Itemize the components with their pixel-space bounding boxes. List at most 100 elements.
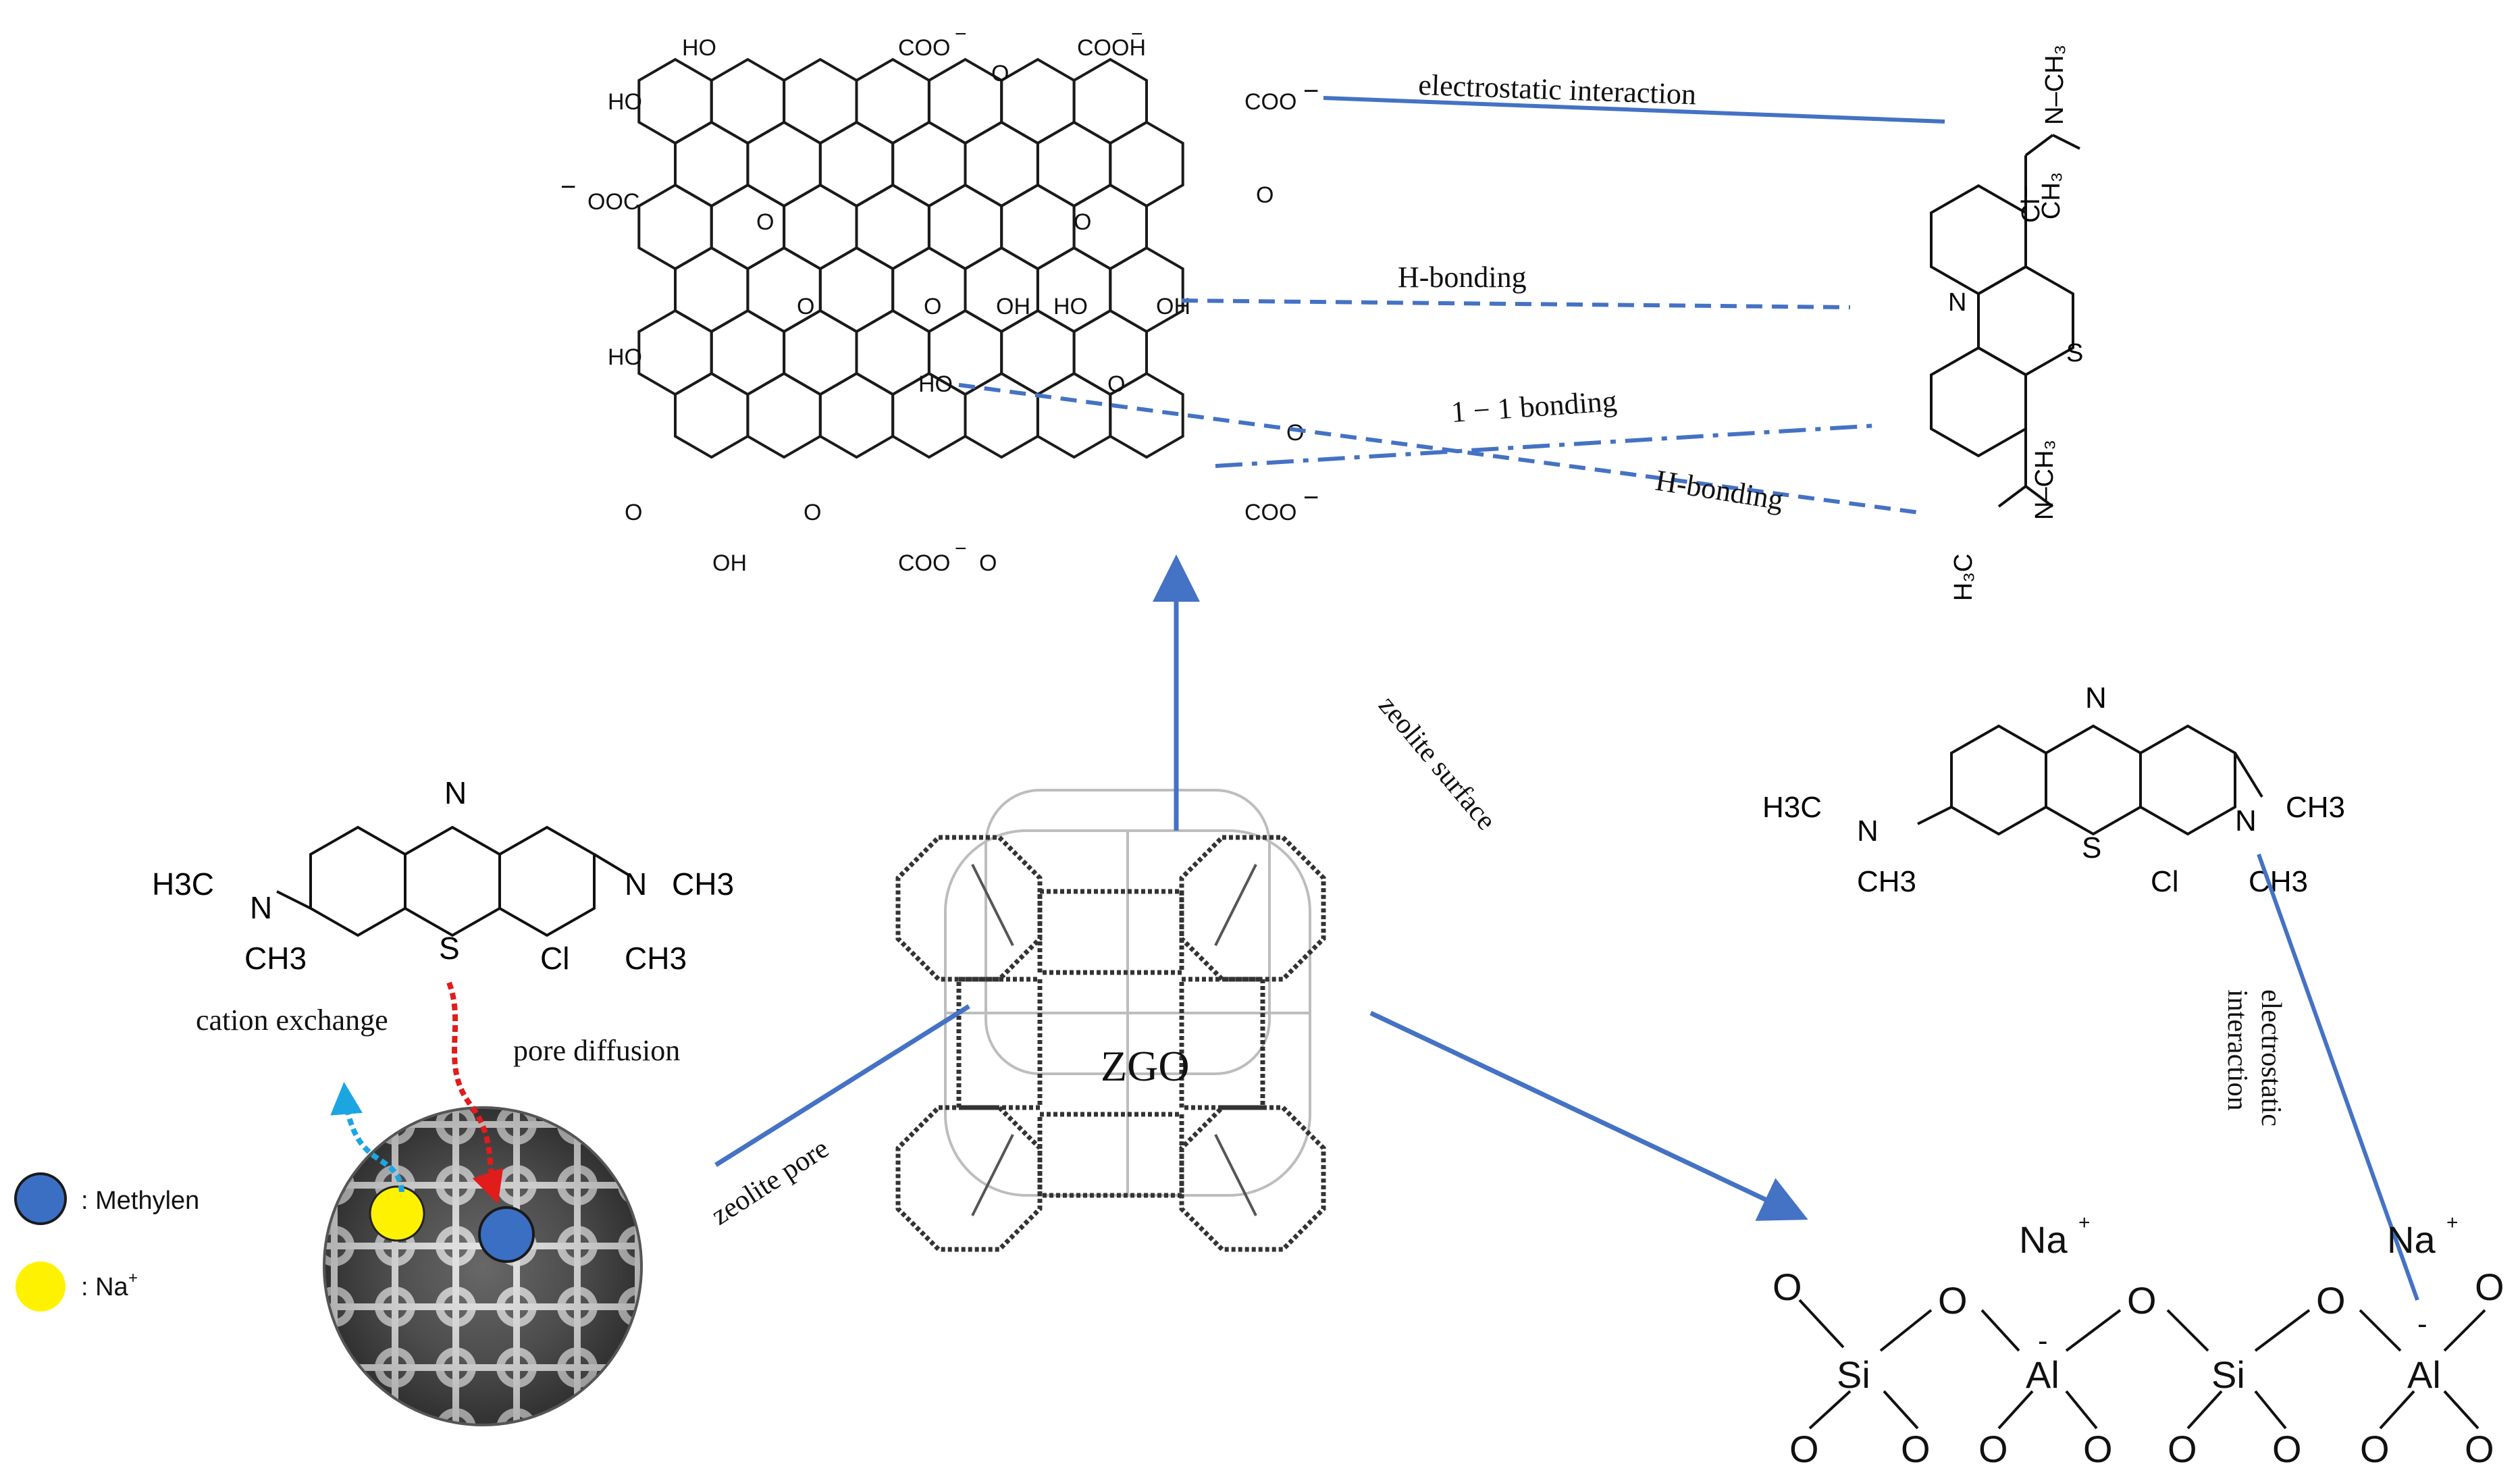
carbon-ring [746,371,822,459]
zeolite-pore-close-up [323,1106,643,1426]
legend: : Methylen : Na + [14,1172,199,1312]
sodium-ion-in-pore [369,1185,425,1242]
svg-text:O: O [1789,1428,1819,1470]
svg-text:CH3: CH3 [244,941,307,976]
svg-text:+: + [128,1269,138,1287]
svg-text:O: O [1773,1266,1802,1308]
svg-text:H₃C: H₃C [1949,554,1978,601]
carbon-ring [637,57,713,145]
carbon-ring [1109,120,1184,208]
svg-text:H3C: H3C [152,866,214,902]
carbon-ring [1072,57,1148,145]
svg-text:O: O [797,294,814,319]
svg-text:COO: COO [898,35,950,61]
svg-text:−: − [1131,23,1143,45]
svg-text:HO: HO [608,89,642,115]
svg-text:O: O [979,550,997,576]
interaction-links-top [958,96,1945,515]
svg-text:O: O [2272,1428,2302,1470]
carbon-ring [783,309,858,396]
carbon-ring [1036,120,1112,208]
svg-text:Cl⁻: Cl⁻ [2017,185,2045,223]
svg-text:O: O [1978,1428,2008,1470]
methylene-blue-molecule-top: N S N–CH₃ Cl⁻ CH₃ N–CH₃ H₃C [1930,45,2083,601]
carbon-ring [710,57,786,145]
svg-text:O: O [2465,1428,2494,1470]
carbon-ring [1000,309,1076,396]
zeolite-surface-label: zeolite surface [1372,690,1502,836]
svg-text:COO: COO [898,550,950,576]
svg-text:N: N [1857,814,1879,848]
svg-text:: Methylen: : Methylen [81,1187,199,1215]
svg-text:N: N [2085,681,2107,715]
carbon-ring [674,371,750,459]
svg-text:O: O [1074,209,1091,235]
carbon-ring [964,371,1039,459]
svg-text:−: − [1303,76,1319,106]
svg-text:1 − 1 bonding: 1 − 1 bonding [1450,384,1618,429]
carbon-ring [818,371,895,459]
svg-text:+: + [2446,1212,2459,1234]
svg-text:O: O [756,209,774,235]
carbon-ring [637,183,713,271]
svg-text:-: - [2038,1324,2048,1357]
zeolite-framework-image: ZGO [895,789,1326,1252]
svg-text:N: N [2235,804,2257,837]
carbon-ring [783,57,858,145]
zgo-arrows [714,554,1808,1221]
svg-text:CH3: CH3 [2286,791,2345,824]
svg-text:−: − [955,23,967,45]
svg-text:CH3: CH3 [2249,865,2308,898]
carbon-ring [1000,57,1076,145]
svg-text:Cl: Cl [2151,865,2179,898]
legend-sodium-swatch [16,1262,65,1312]
svg-text:HO: HO [682,35,716,61]
svg-text:Al: Al [2026,1353,2059,1396]
zeolite-pore-label: zeolite pore [706,1133,834,1231]
carbon-ring [818,246,895,334]
carbon-ring [855,183,930,271]
carbon-ring [891,120,967,208]
svg-text:Si: Si [2211,1353,2245,1396]
svg-text:O: O [991,61,1009,86]
carbon-ring [746,120,822,208]
zgo-label: ZGO [1101,1042,1190,1090]
svg-text:COO: COO [1244,89,1296,115]
svg-text:H-bonding: H-bonding [1398,261,1527,294]
svg-text:N: N [250,890,272,925]
methylene-blue-molecule-right: N S H3C N CH3 N CH3 CH3 Cl [1762,681,2345,898]
svg-text:Cl: Cl [540,941,569,976]
carbon-ring [1000,183,1076,271]
carbon-ring [818,120,895,208]
svg-text:H-bonding: H-bonding [1653,463,1785,516]
graphene-oxide-sheet [637,57,1184,459]
methylene-blue-molecule-left: N S H3C N CH3 N CH3 CH3 Cl [152,775,734,976]
svg-text:O: O [924,294,941,319]
svg-text:−: − [955,538,967,560]
svg-text:HO: HO [608,344,642,370]
cation-exchange-arrow [330,1082,404,1193]
svg-text:O: O [1286,420,1304,446]
methylene-in-pore [478,1206,535,1263]
carbon-ring [927,183,1003,271]
svg-text:N–CH₃: N–CH₃ [2041,45,2069,125]
svg-text:O: O [625,500,642,525]
pore-diffusion-label: pore diffusion [513,1034,680,1067]
svg-text:Si: Si [1837,1353,1870,1396]
electrostatic-link-right [2257,853,2419,1301]
svg-text:OH: OH [712,550,747,576]
go-functional-groups: HO HO COO − COOH − O COO − − OOC O O O O… [560,23,1319,576]
svg-text:N: N [444,775,467,810]
svg-text:HO: HO [1053,294,1088,319]
svg-text:-: - [2417,1307,2427,1341]
carbon-ring [1109,371,1184,459]
svg-text:S: S [439,931,460,966]
svg-text:+: + [2078,1212,2091,1234]
carbon-ring [964,120,1039,208]
svg-text:OH: OH [996,294,1030,319]
carbon-ring [1036,371,1112,459]
svg-text:N: N [1948,288,1966,317]
svg-text:O: O [1938,1279,1968,1322]
carbon-ring [855,57,930,145]
carbon-ring [710,309,786,396]
